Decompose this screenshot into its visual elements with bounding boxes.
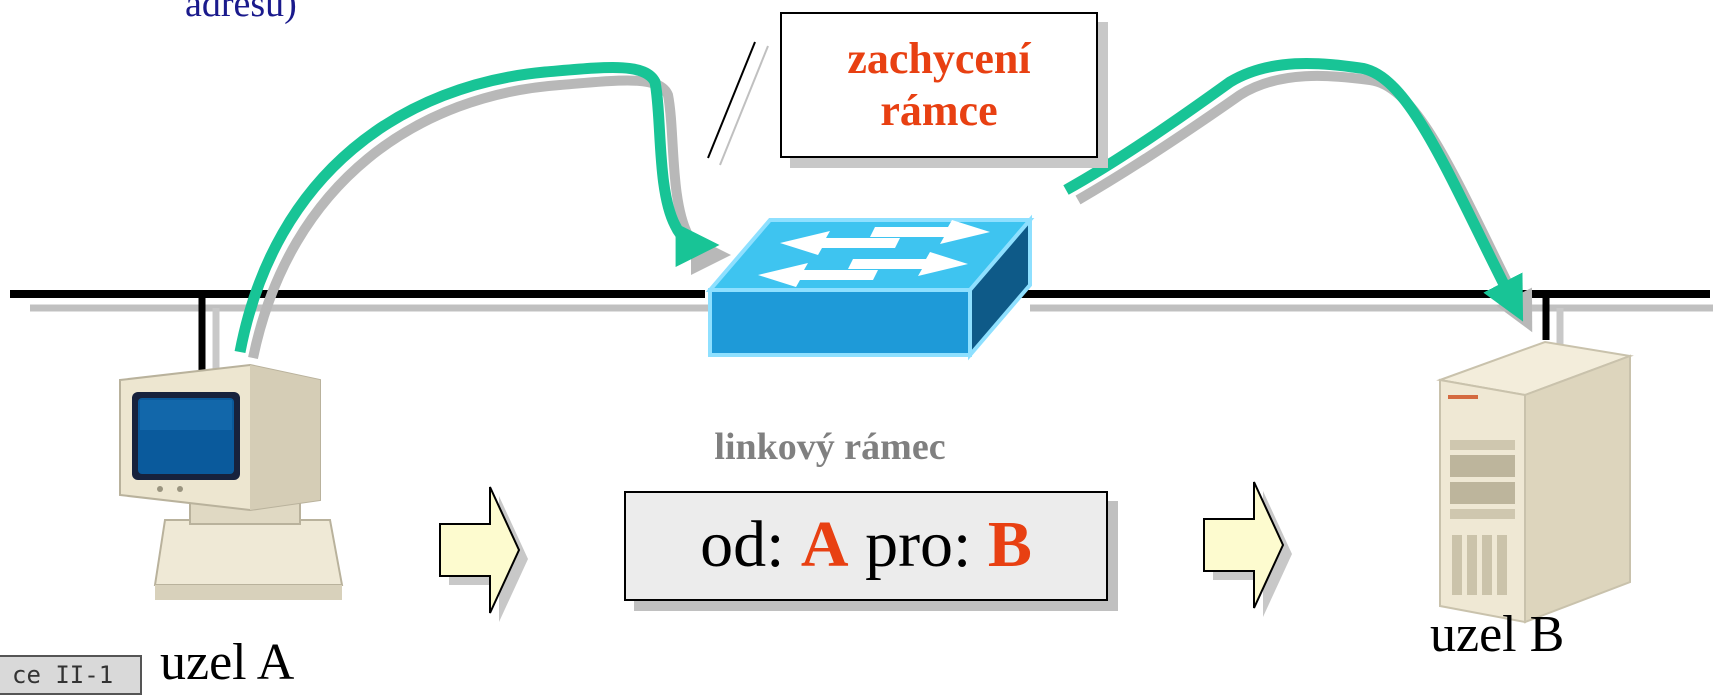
node-b-label: uzel B xyxy=(1430,606,1565,663)
to-address: B xyxy=(987,508,1032,581)
right-arrow-icon xyxy=(1203,481,1292,617)
from-label: od: xyxy=(700,508,801,581)
frame-heading: linkový rámec xyxy=(714,426,946,468)
callout-line xyxy=(707,41,769,166)
frame-capture-callout: zachycení rámce xyxy=(780,12,1098,158)
address-note: adresu) xyxy=(185,0,297,25)
capture-label-line2: rámce xyxy=(880,86,998,135)
from-address: A xyxy=(800,508,849,581)
path-a-to-switch-shadow xyxy=(248,75,731,360)
network-switch-icon xyxy=(705,214,1035,361)
right-arrow-icon xyxy=(439,486,528,622)
path-switch-to-b xyxy=(1063,57,1524,322)
capture-label-line1: zachycení xyxy=(847,34,1031,83)
server-tower-icon xyxy=(1436,340,1634,624)
to-label: pro: xyxy=(848,508,988,581)
frame-header-box: od: A pro: B xyxy=(624,491,1108,601)
network-bus xyxy=(10,290,1713,312)
node-b-drop xyxy=(1542,294,1564,345)
node-a-label: uzel A xyxy=(160,634,295,691)
path-a-to-switch xyxy=(234,62,720,354)
slide-tag: ce II-1 xyxy=(0,655,142,695)
desktop-computer-icon xyxy=(119,363,344,600)
